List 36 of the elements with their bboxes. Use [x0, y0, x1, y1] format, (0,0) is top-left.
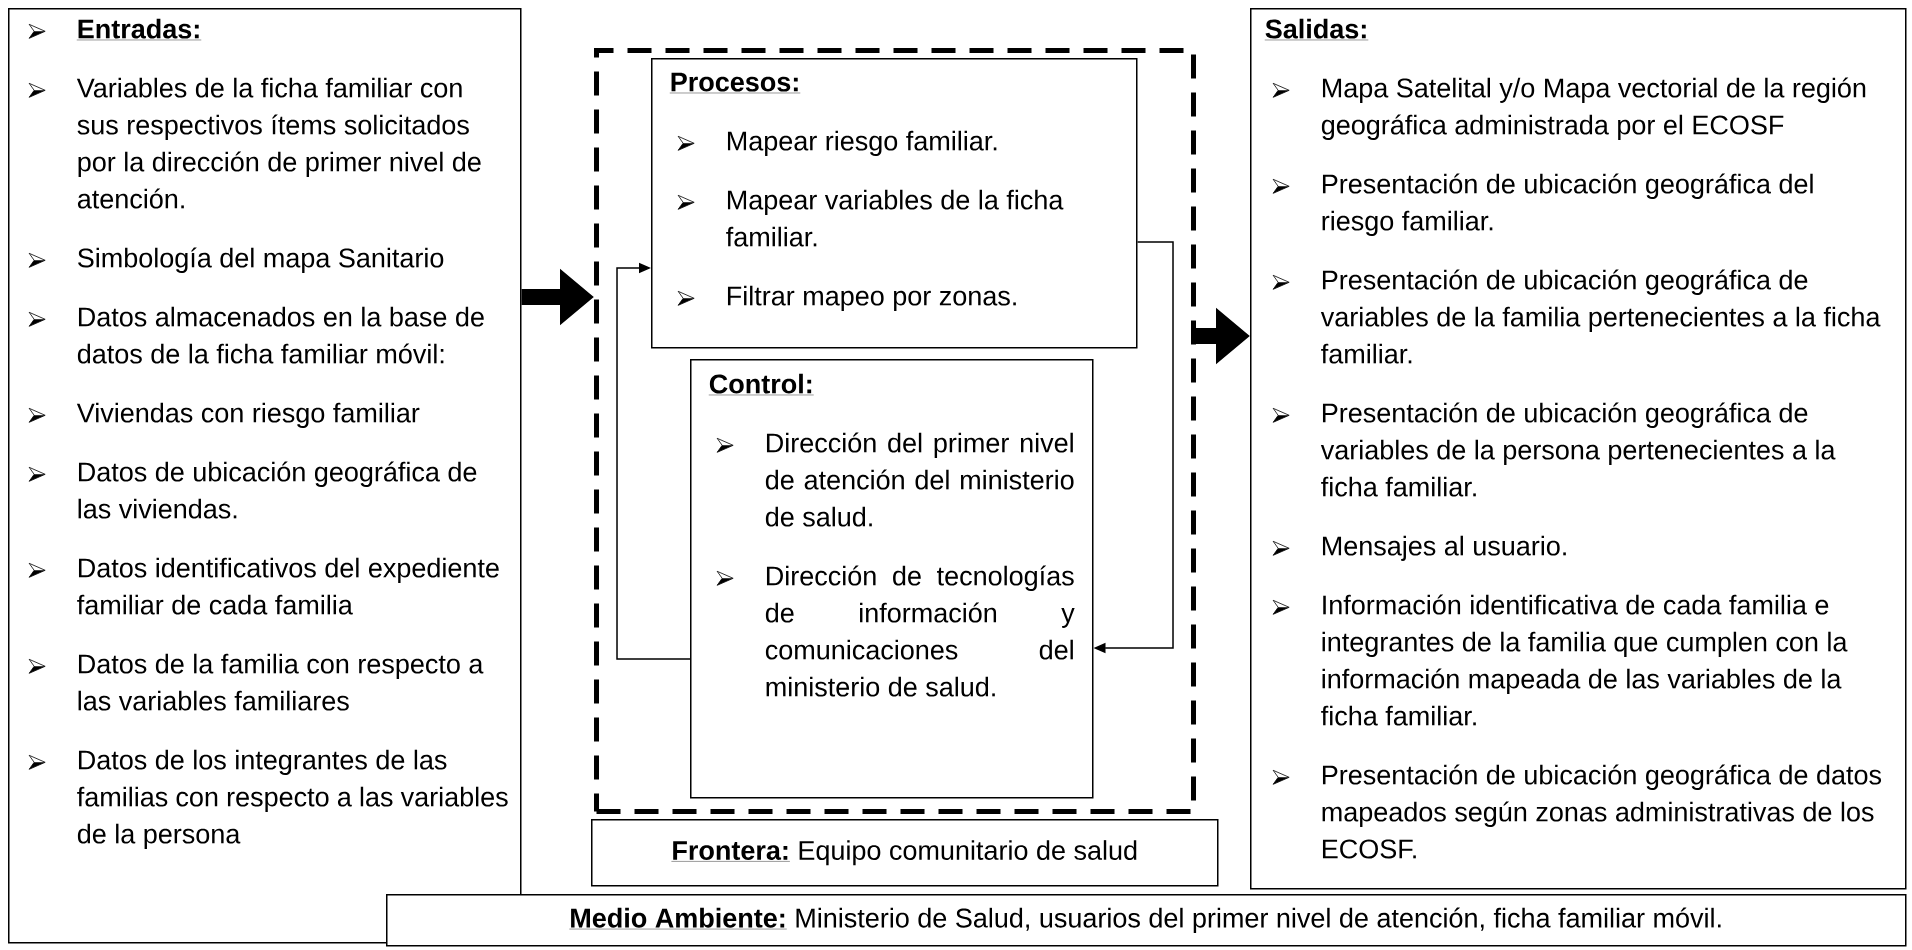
list-item: Datos almacenados en la base de datos de la ficha familiar móvil: — [28, 306, 484, 364]
arrow — [616, 262, 691, 660]
section-heading: Salidas: — [1264, 18, 1369, 41]
list-item: Mapear variables de la ficha familiar. — [677, 189, 1064, 247]
section-heading: Procesos: — [669, 72, 801, 94]
list-item: Mapear riesgo familiar. — [677, 130, 997, 156]
section-heading: Frontera: — [671, 841, 791, 862]
list-item: Mapa Satelital y/o Mapa vectorial de la región geográfica administrada por el ECOSF — [1272, 77, 1866, 140]
list-item: Datos de la familia con respecto a las variables familiares — [28, 653, 484, 711]
list-item: Presentación de ubicación geográfica de variables de la familia pertenecientes a la ficha familiar. — [1272, 269, 1881, 364]
list-item: Variables de la ficha familiar con sus respectivos ítems solicitados por la dirección de primer nivel de atención. — [28, 77, 481, 209]
environment-box — [386, 894, 1907, 947]
list-item: Datos de los integrantes de las familias con respecto a las variables de la persona — [28, 749, 508, 849]
list-item: Información identificativa de cada familia e integrantes de la familia que cumplen con la información mapeada de las variables de la ficha familiar. — [1272, 594, 1848, 726]
list-item: Mensajes al usuario. — [1272, 535, 1566, 561]
list-item: Datos identificativos del expediente familiar de cada familia — [28, 557, 499, 615]
list-item: Simbología del mapa Sanitario — [28, 247, 444, 273]
system-boundary — [594, 48, 1196, 814]
input-box — [8, 8, 522, 944]
body-text: Equipo comunitario de salud — [799, 840, 1137, 866]
list-item: Dirección de tecnologías de información y comunicaciones del ministerio de salud. — [716, 565, 1075, 697]
output-box — [1250, 8, 1907, 890]
list-item: Dirección del primer nivel de atención del ministerio de salud. — [716, 432, 1074, 527]
list-item: Viviendas con riesgo familiar — [28, 402, 420, 428]
section-heading: Control: — [708, 373, 814, 396]
control-box — [690, 359, 1094, 799]
list-item: Filtrar mapeo por zonas. — [677, 285, 1016, 311]
list-item: Presentación de ubicación geográfica del riesgo familiar. — [1272, 173, 1813, 236]
process-box — [651, 58, 1138, 349]
list-item: Presentación de ubicación geográfica de datos mapeados según zonas administrativas de los ECOSF. — [1272, 764, 1882, 859]
body-text: Ministerio de Salud, usuarios del primer nivel de atención, ficha familiar móvil. — [796, 907, 1721, 933]
list-item: Datos de ubicación geográfica de las viviendas. — [28, 461, 477, 519]
section-heading: Entradas: — [28, 18, 202, 41]
boundary-box — [591, 819, 1219, 887]
list-item: Presentación de ubicación geográfica de variables de la persona pertenecientes a la ficha familiar. — [1272, 402, 1836, 497]
section-heading: Medio Ambiente: — [569, 907, 787, 930]
